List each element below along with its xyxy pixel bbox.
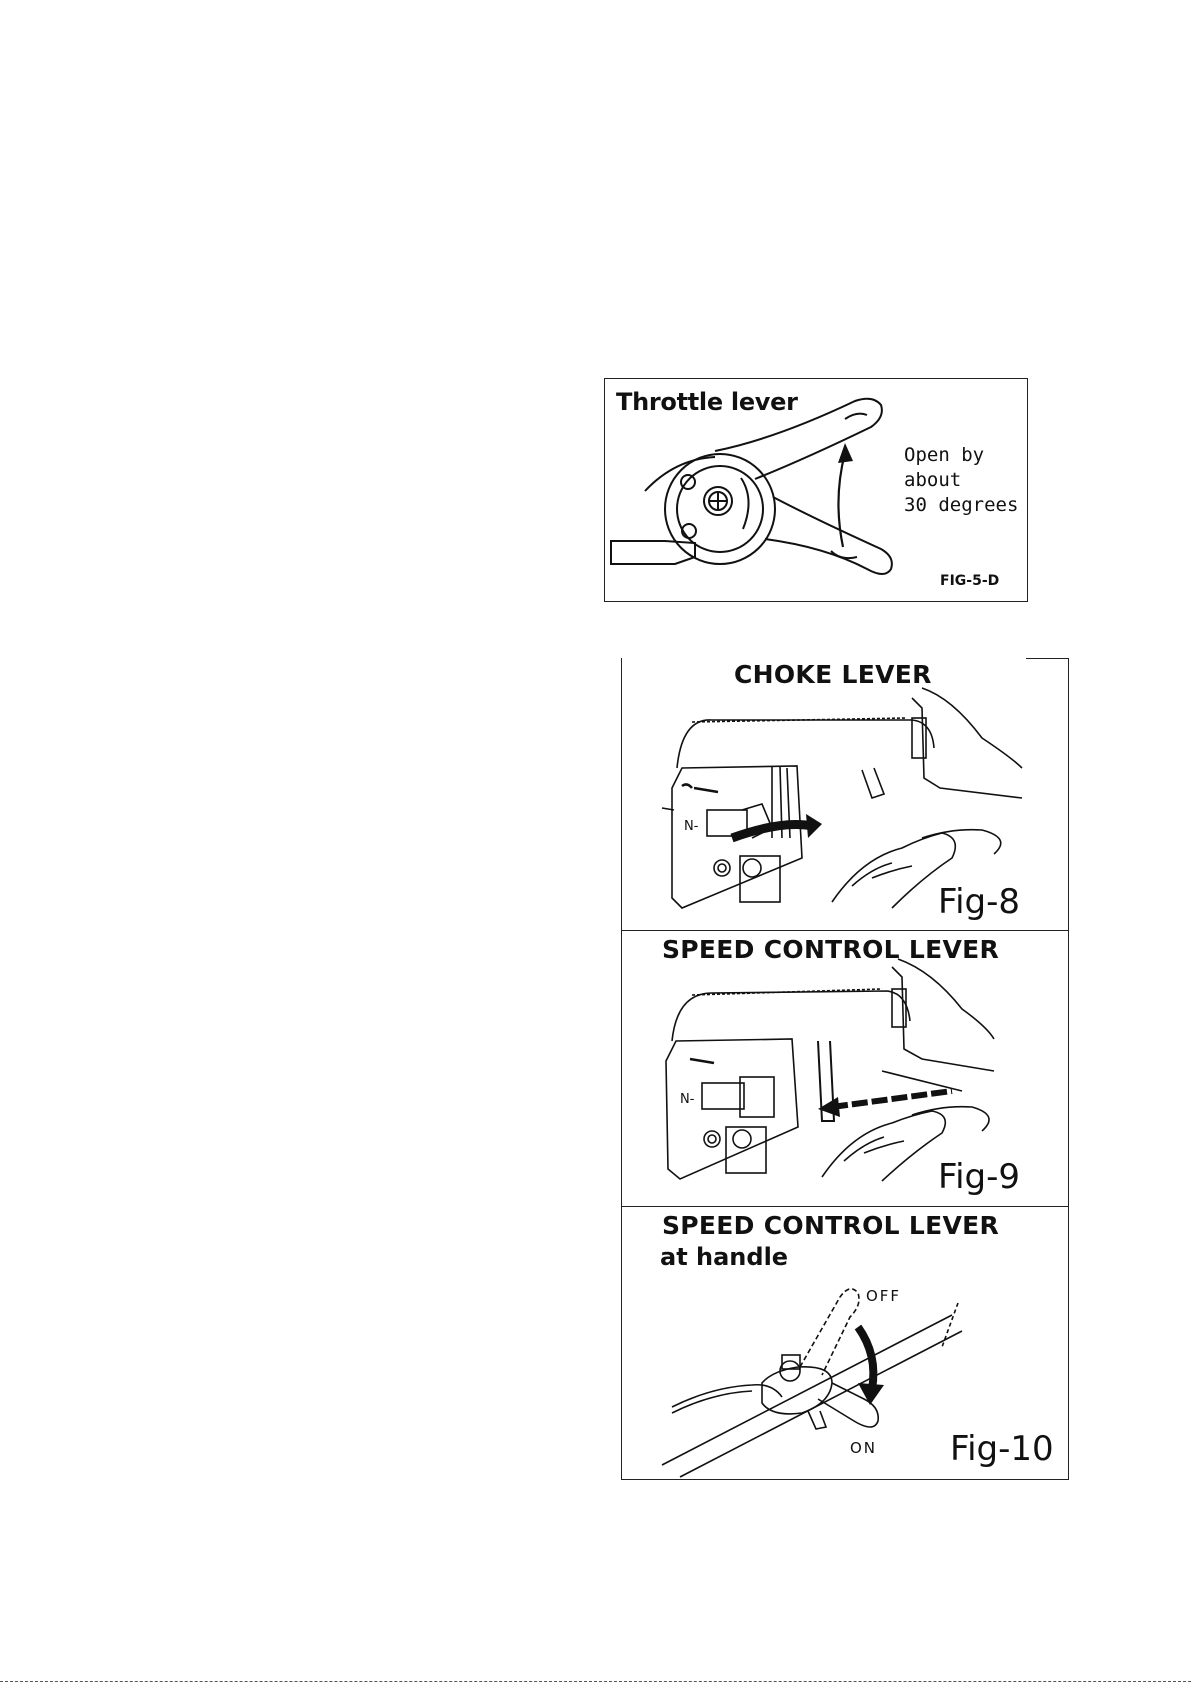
speed-control-handle-section: SPEED CONTROL LEVER at handle OFF ON Fig… — [622, 1206, 1068, 1480]
choke-fig-label: Fig-8 — [936, 882, 1022, 922]
svg-text:N-: N- — [680, 1092, 695, 1107]
throttle-title: Throttle lever — [616, 388, 798, 416]
speed-control-fig-label: Fig-9 — [936, 1157, 1022, 1197]
speed-control-lever-section: N- SPEED CONTROL LEVER Fig-9 — [622, 930, 1068, 1206]
throttle-fig-label: FIG-5-D — [940, 573, 999, 589]
throttle-open-note: Open by about 30 degrees — [904, 443, 1018, 518]
speed-control-handle-subtitle: at handle — [660, 1243, 788, 1271]
speed-control-lever-title: SPEED CONTROL LEVER — [662, 935, 999, 964]
scan-edge-line — [0, 1681, 1191, 1682]
off-position-label: OFF — [866, 1287, 901, 1305]
choke-lever-section: N- CHOKE LEVER Fig-8 — [622, 658, 1068, 930]
svg-text:N-: N- — [684, 819, 699, 834]
throttle-lever-panel: Throttle lever Open by about 30 degrees … — [604, 378, 1028, 602]
speed-control-handle-title: SPEED CONTROL LEVER — [662, 1211, 999, 1240]
on-position-label: ON — [850, 1439, 877, 1457]
choke-lever-title: CHOKE LEVER — [734, 660, 932, 689]
lever-panel: N- CHOKE LEVER Fig-8 — [621, 658, 1069, 1480]
speed-control-handle-fig-label: Fig-10 — [948, 1429, 1056, 1469]
